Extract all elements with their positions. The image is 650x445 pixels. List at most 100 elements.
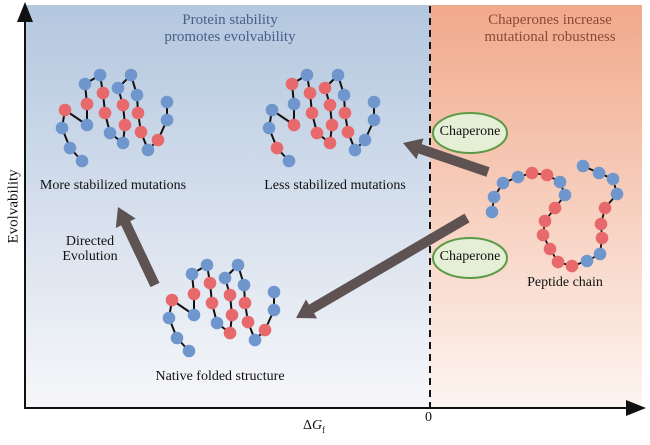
directed-evolution-label: Directed Evolution	[50, 234, 130, 265]
residue-bead-blue	[182, 344, 196, 358]
chaperone-region-title: Chaperones increase mutational robustnes…	[455, 12, 645, 45]
peptide-chain	[485, 159, 624, 273]
residue-bead-blue	[111, 81, 125, 95]
residue-bead-blue	[267, 303, 281, 317]
residue-bead-red	[318, 81, 332, 95]
residue-bead-blue	[487, 190, 501, 204]
residue-bead-blue	[282, 154, 296, 168]
less-stabilized-protein	[262, 68, 381, 168]
residue-bead-blue	[496, 176, 510, 190]
residue-bead-red	[223, 326, 237, 340]
residue-bead-red	[543, 242, 557, 256]
residue-bead-red	[203, 276, 217, 290]
residue-bead-red	[548, 201, 562, 215]
arrows-layer	[115, 138, 490, 319]
residue-bead-blue	[162, 311, 176, 325]
residue-bead-red	[80, 97, 94, 111]
y-axis-label: Evolvability	[5, 169, 22, 244]
chaperone-title-line1: Chaperones increase	[488, 12, 612, 28]
residue-bead-blue	[160, 95, 174, 109]
chaperone-to-native-arrow	[296, 213, 470, 319]
residue-bead-red	[96, 86, 110, 100]
residue-bead-blue	[287, 97, 301, 111]
residue-bead-blue	[93, 68, 107, 82]
x-axis-label: ΔGf	[303, 418, 325, 435]
residue-bead-red	[551, 255, 565, 269]
residue-bead-red	[323, 136, 337, 150]
chaperone-title-line2: mutational robustness	[484, 28, 616, 45]
residue-bead-red	[594, 217, 608, 231]
residue-bead-red	[285, 77, 299, 91]
x-label-variable: G	[312, 418, 323, 433]
residue-bead-red	[238, 296, 252, 310]
x-axis-zero-tick: 0	[425, 410, 432, 425]
residue-bead-blue	[80, 118, 94, 132]
residue-bead-blue	[592, 166, 606, 180]
residue-bead-blue	[103, 126, 117, 140]
residue-bead-blue	[248, 333, 262, 347]
residue-bead-red	[325, 118, 339, 132]
stable-region-title: Protein stability promotes evolvability	[130, 12, 330, 45]
more-stabilized-protein	[55, 68, 174, 168]
residue-bead-blue	[116, 136, 130, 150]
residue-bead-blue	[210, 316, 224, 330]
residue-bead-blue	[593, 247, 607, 261]
residue-bead-red	[310, 126, 324, 140]
residue-bead-red	[165, 293, 179, 307]
residue-bead-blue	[185, 267, 199, 281]
residue-bead-blue	[55, 121, 69, 135]
residue-bead-red	[270, 141, 284, 155]
residue-bead-blue	[558, 188, 572, 202]
more-stabilized-label: More stabilized mutations	[39, 178, 187, 193]
residue-bead-blue	[262, 121, 276, 135]
residue-bead-blue	[337, 88, 351, 102]
residue-bead-blue	[130, 88, 144, 102]
residue-bead-red	[525, 166, 539, 180]
residue-bead-blue	[300, 68, 314, 82]
residue-bead-blue	[610, 187, 624, 201]
residue-bead-red	[595, 231, 609, 245]
residue-bead-blue	[218, 271, 232, 285]
residue-bead-red	[338, 106, 352, 120]
x-label-subscript: f	[322, 424, 326, 435]
residue-bead-blue	[187, 308, 201, 322]
residue-bead-red	[134, 125, 148, 139]
residue-bead-blue	[141, 143, 155, 157]
proteins-layer	[55, 68, 624, 358]
stable-title-line1: Protein stability	[182, 12, 278, 28]
residue-bead-red	[536, 228, 550, 242]
residue-bead-blue	[367, 113, 381, 127]
chaperone-label-bottom: Chaperone	[439, 249, 501, 264]
less-stabilized-label: Less stabilized mutations	[264, 178, 406, 193]
residue-bead-blue	[348, 143, 362, 157]
residue-bead-red	[323, 98, 337, 112]
residue-bead-red	[303, 86, 317, 100]
residue-bead-red	[287, 118, 301, 132]
residue-bead-red	[131, 106, 145, 120]
chaperone-to-less-stabilized-arrow	[403, 138, 490, 177]
residue-bead-blue	[78, 77, 92, 91]
residue-bead-red	[225, 308, 239, 322]
native-structure-label: Native folded structure	[155, 369, 285, 384]
x-label-delta: Δ	[303, 418, 313, 433]
residue-bead-blue	[160, 113, 174, 127]
residue-bead-blue	[580, 254, 594, 268]
residue-bead-blue	[553, 175, 567, 189]
residue-bead-red	[258, 323, 272, 337]
chaperone-label-top: Chaperone	[439, 124, 501, 139]
native-folded-protein	[162, 258, 281, 358]
residue-bead-blue	[265, 103, 279, 117]
region-stable-background	[26, 5, 430, 408]
residue-bead-blue	[367, 95, 381, 109]
chaperone-ellipse-bottom	[432, 237, 508, 279]
residue-bead-red	[241, 315, 255, 329]
residue-bead-blue	[606, 172, 620, 186]
residue-bead-blue	[485, 205, 499, 219]
residue-bead-red	[540, 168, 554, 182]
peptide-chain-label: Peptide chain	[527, 275, 603, 290]
residue-bead-blue	[576, 159, 590, 173]
residue-bead-blue	[267, 285, 281, 299]
stable-title-line2: promotes evolvability	[164, 28, 296, 45]
